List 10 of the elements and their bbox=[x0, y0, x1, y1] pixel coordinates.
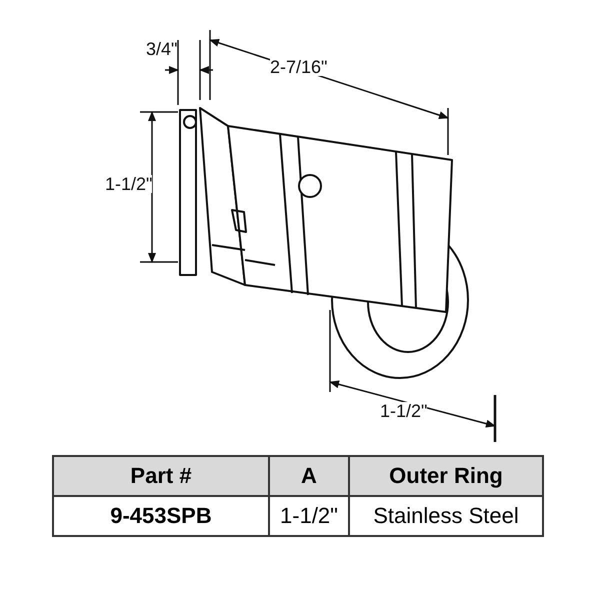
column-header: Part # bbox=[130, 463, 192, 488]
dimension-label: 2-7/16" bbox=[270, 58, 328, 76]
dimension-label: 1-1/2" bbox=[380, 402, 428, 420]
dimension-label: 3/4" bbox=[146, 40, 178, 58]
part-number: 9-453SPB bbox=[110, 503, 212, 528]
dimension-value: 1-1/2" bbox=[280, 503, 338, 528]
material-value: Stainless Steel bbox=[373, 503, 519, 528]
column-header: A bbox=[301, 463, 317, 488]
dimension-label: 1-1/2" bbox=[105, 175, 152, 193]
column-header: Outer Ring bbox=[389, 463, 503, 488]
